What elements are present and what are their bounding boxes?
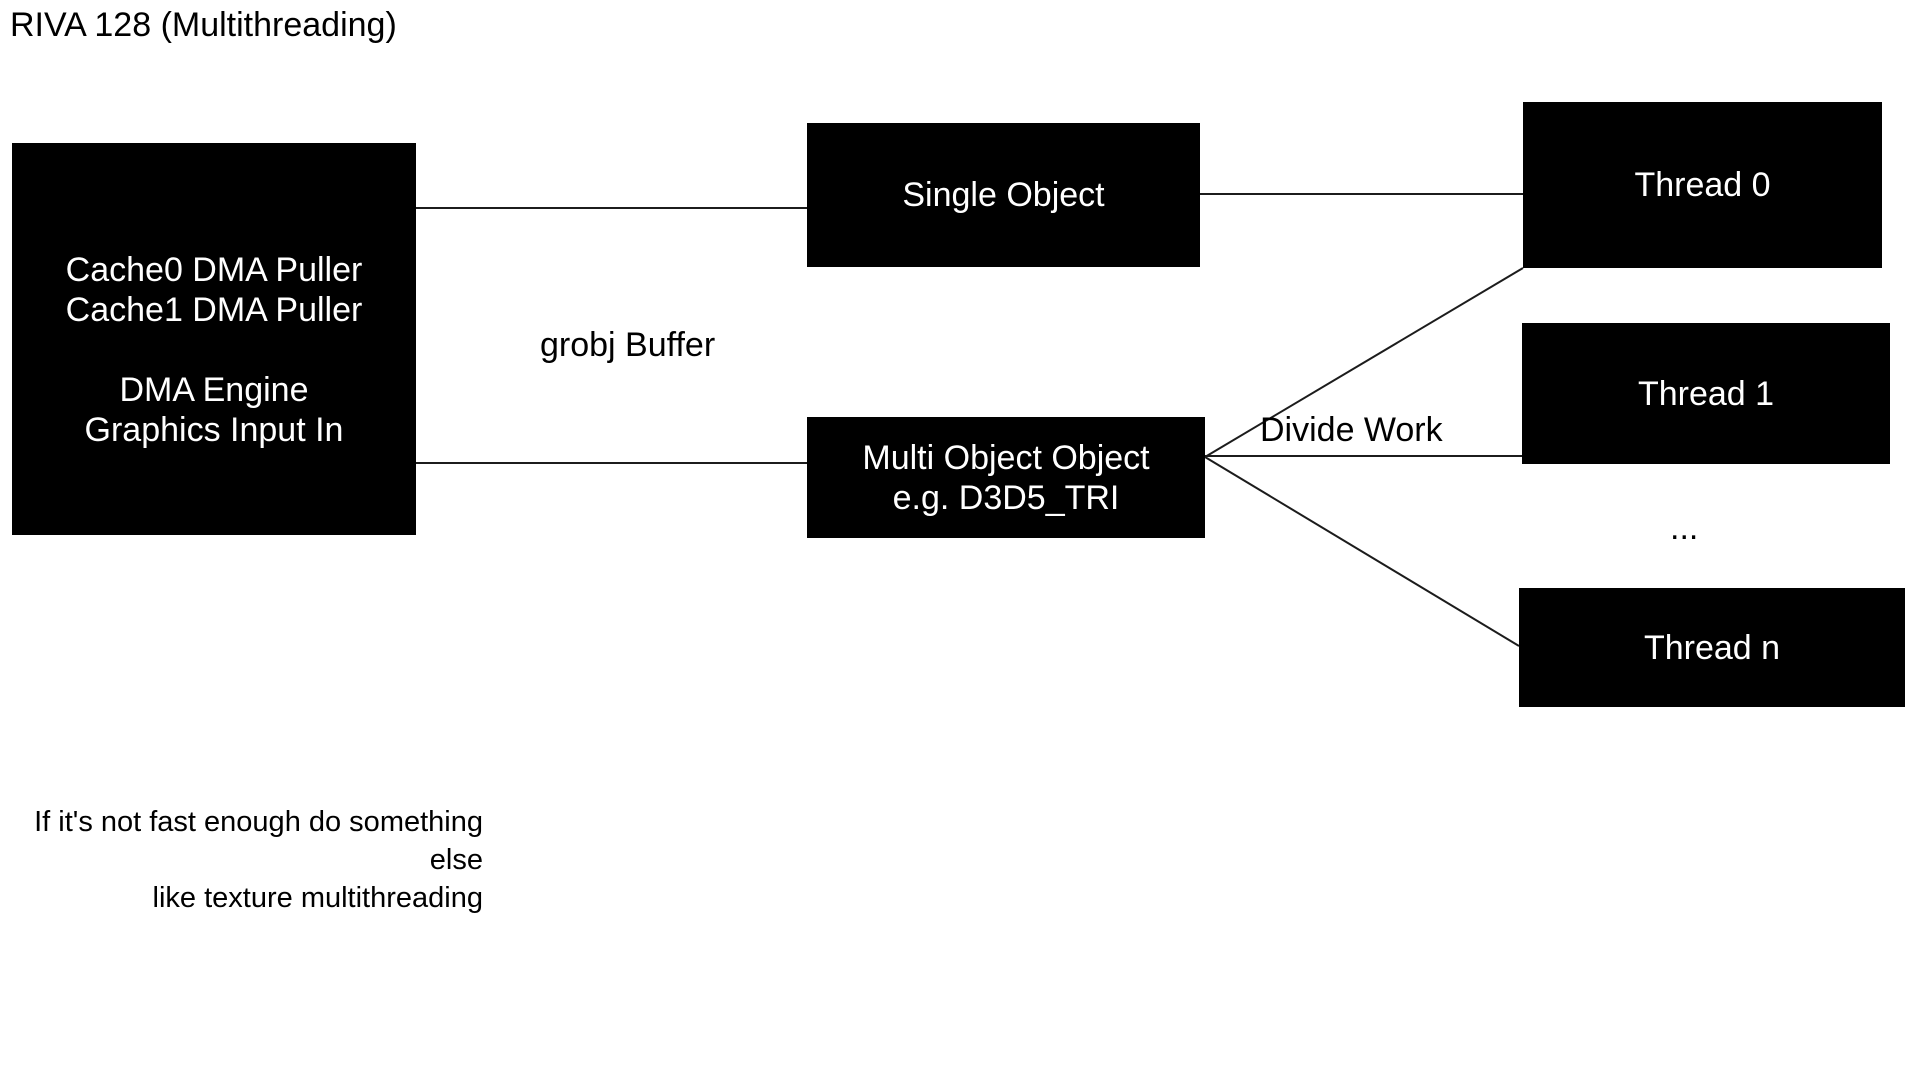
node-single-object: Single Object [807, 123, 1200, 267]
node-dma-engine-block: Cache0 DMA Puller Cache1 DMA Puller DMA … [12, 143, 416, 535]
note-text: If it's not fast enough do something els… [34, 806, 483, 914]
node-thread-1: Thread 1 [1522, 323, 1890, 464]
label-divide-work: Divide Work [1260, 411, 1443, 449]
connector-multi-object-to-thread0 [1204, 267, 1524, 458]
label-ellipsis: ... [1670, 509, 1699, 547]
node-thread-0: Thread 0 [1523, 102, 1882, 268]
node-multi-object: Multi Object Object e.g. D3D5_TRI [807, 417, 1205, 538]
diagram-title: RIVA 128 (Multithreading) [10, 6, 397, 44]
label-grobj-buffer: grobj Buffer [540, 326, 716, 364]
node-thread-n: Thread n [1519, 588, 1905, 707]
connector-multi-object-to-threadn [1204, 456, 1520, 647]
